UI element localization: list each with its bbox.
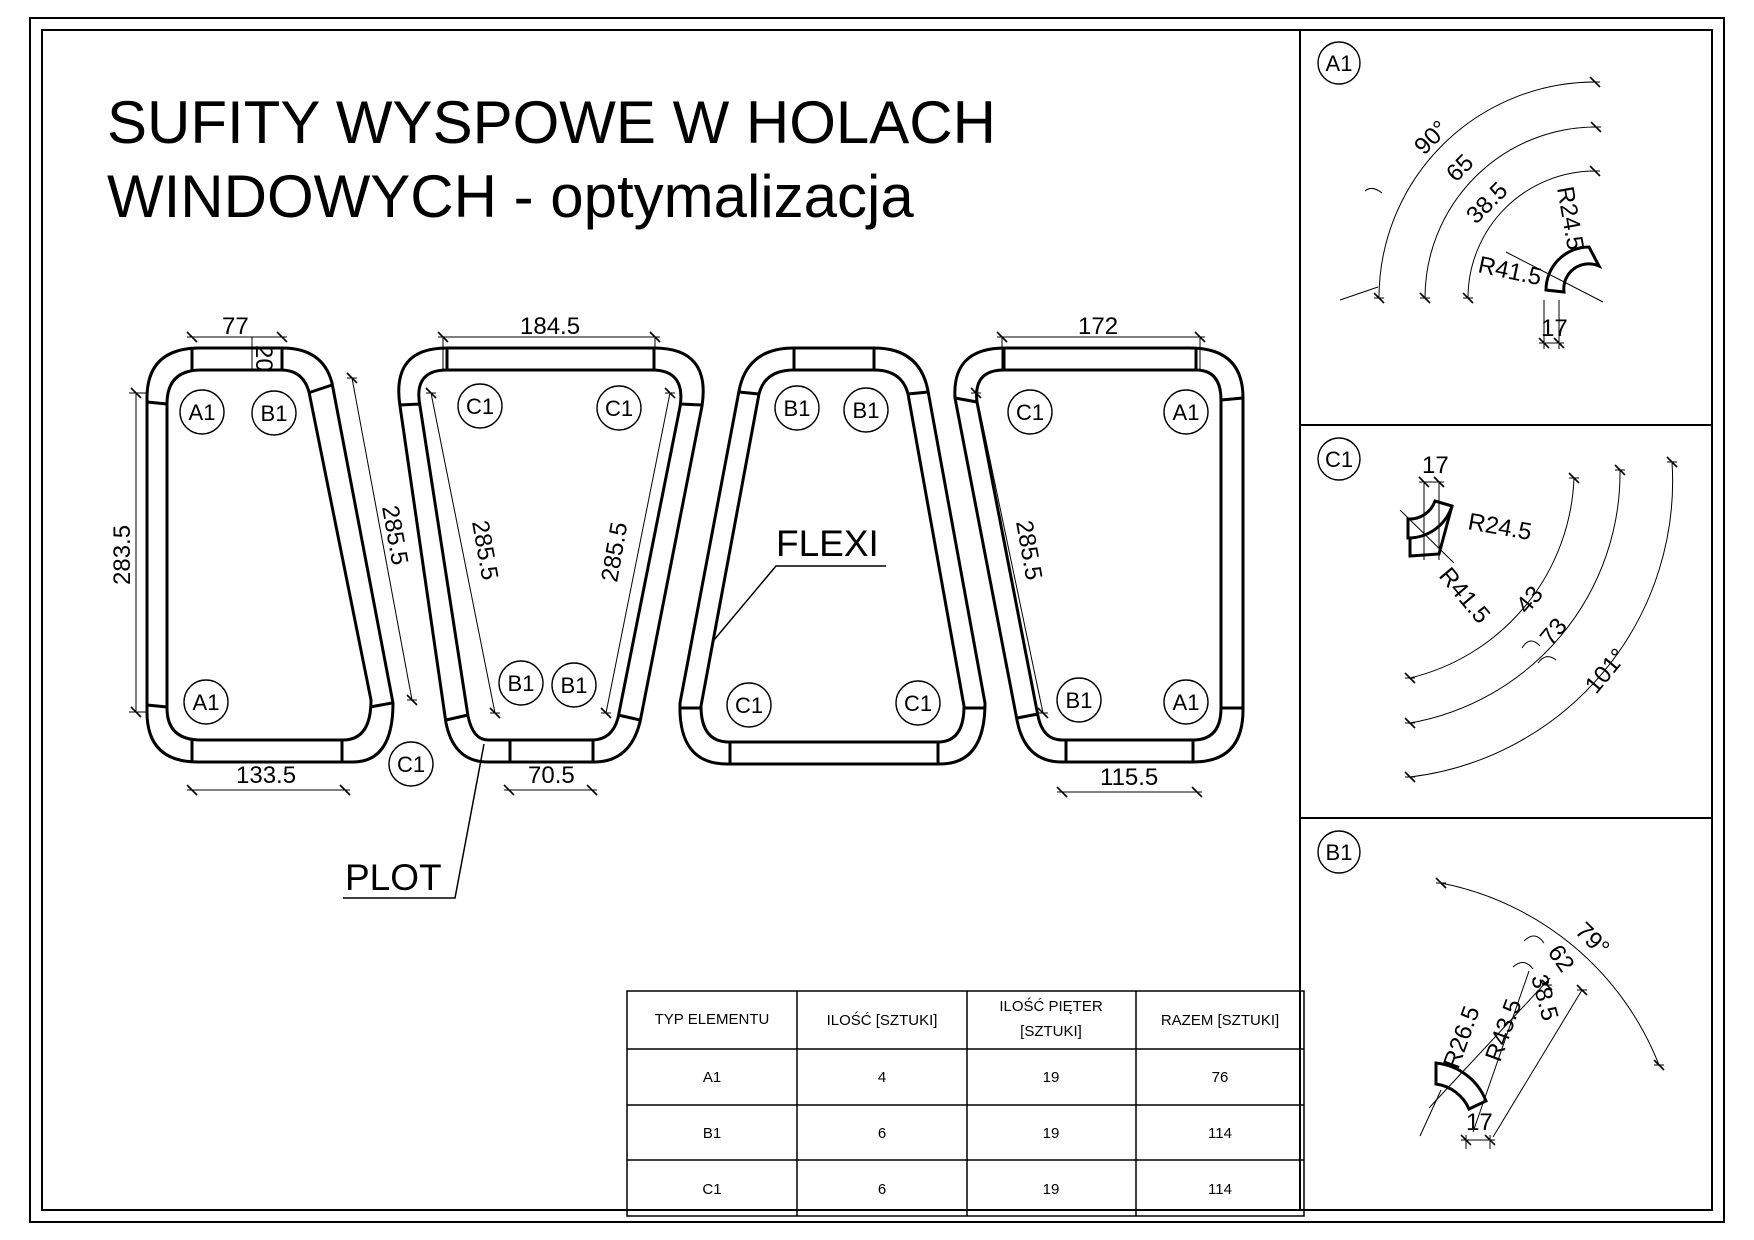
- panel-1-label-b1: B1: [261, 401, 288, 426]
- panel-1-labels: A1 B1 A1 C1: [179, 389, 434, 787]
- detail-a1-radius-1: R24.5: [1551, 184, 1589, 252]
- table-row-c1-total: 114: [1208, 1181, 1232, 1198]
- detail-b1-angle: 79°: [1570, 917, 1615, 962]
- summary-table: [626, 990, 1305, 1217]
- detail-c1-arc-73: 73: [1535, 613, 1573, 651]
- panel-2-dim-left: 285.5: [466, 518, 503, 582]
- plot-callout: [343, 743, 485, 899]
- panel-4-dim-top: 172: [1078, 313, 1118, 340]
- table-row-a1-floors: 19: [1043, 1069, 1060, 1086]
- table-header-total: RAZEM [SZTUKI]: [1161, 1012, 1279, 1029]
- panel-4-label-c1: C1: [1016, 400, 1044, 425]
- panel-1: [145, 346, 395, 764]
- detail-b1-width: 17: [1466, 1109, 1493, 1136]
- panel-1-dim-top: 77: [222, 313, 249, 340]
- panel-2-label-b1-right: B1: [561, 673, 588, 698]
- detail-b1-radius-1: R26.5: [1438, 1003, 1485, 1072]
- panel-1-label-a1-top: A1: [189, 400, 216, 425]
- panel-4-label-b1: B1: [1066, 688, 1093, 713]
- detail-c1-radius-2: R41.5: [1433, 563, 1495, 629]
- detail-a1-profile: [1544, 245, 1603, 294]
- table-row-a1-type: A1: [703, 1069, 721, 1086]
- panel-1-dim-top-small: 20: [250, 345, 277, 372]
- panel-2-label-c1-left: C1: [466, 394, 494, 419]
- detail-a1-angle: 90°: [1409, 115, 1454, 160]
- panel-4-dimensions: [975, 336, 1201, 793]
- plot-label: PLOT: [345, 857, 442, 898]
- detail-b1-label: B1: [1326, 840, 1353, 865]
- flexi-label: FLEXI: [776, 523, 879, 564]
- detail-c1-radius-1: R24.5: [1466, 508, 1534, 546]
- panel-2-dim-right: 285.5: [596, 520, 633, 584]
- title-line-2: WINDOWYCH - optymalizacja: [107, 163, 914, 230]
- detail-c1-angle: 101°: [1580, 643, 1633, 698]
- detail-a1: A1 90° 65 38.5 R24.5 R41.5 17: [1317, 41, 1604, 349]
- panel-3-label-c1-right: C1: [904, 691, 932, 716]
- detail-b1-radius-2: R43.5: [1480, 996, 1527, 1065]
- table-header-floors-1: ILOŚĆ PIĘTER: [999, 997, 1103, 1015]
- panel-2-dim-top: 184.5: [520, 313, 580, 340]
- panel-1-label-a1-bottom: A1: [193, 690, 220, 715]
- panel-3-label-c1-left: C1: [735, 693, 763, 718]
- title-line-1: SUFITY WYSPOWE W HOLACH: [107, 89, 996, 156]
- detail-c1-arc-43: 43: [1511, 581, 1549, 619]
- panel-4-label-a1-top: A1: [1173, 400, 1200, 425]
- panel-3: [678, 346, 987, 766]
- panel-2-dimensions: [430, 336, 671, 791]
- detail-a1-arc-65: 65: [1441, 149, 1479, 187]
- detail-b1-profile: [1434, 1061, 1488, 1112]
- panel-3-label-b1-left: B1: [784, 396, 811, 421]
- panel-4-dim-bottom: 115.5: [1100, 764, 1158, 791]
- panel-1-dim-bottom: 133.5: [236, 762, 296, 789]
- panel-4-dim-left: 285.5: [1010, 518, 1047, 582]
- table-row-a1-qty: 4: [878, 1069, 886, 1086]
- detail-b1: B1 79° 62 38.5 R26.5 R43.5 17: [1317, 830, 1665, 1149]
- panel-2-dim-bottom: 70.5: [528, 762, 575, 789]
- table-header-type: TYP ELEMENTU: [655, 1011, 770, 1028]
- panel-2: [397, 346, 705, 764]
- panel-1-dim-left: 283.5: [109, 525, 136, 585]
- table-row-b1-total: 114: [1208, 1125, 1232, 1142]
- panel-3-labels: B1 B1 C1 C1: [726, 385, 941, 728]
- table-row-c1-type: C1: [702, 1181, 721, 1198]
- detail-a1-width: 17: [1541, 315, 1568, 342]
- detail-c1: C1 17 R24.5 R41.5 43 73 101°: [1317, 437, 1678, 783]
- detail-c1-width: 17: [1422, 452, 1449, 479]
- detail-b1-arc-38: 38.5: [1525, 972, 1563, 1024]
- table-row-b1-floors: 19: [1043, 1125, 1060, 1142]
- panel-2-labels: C1 C1 B1 B1: [457, 383, 642, 708]
- detail-c1-label: C1: [1325, 447, 1353, 472]
- panel-4-label-a1-bottom: A1: [1173, 690, 1200, 715]
- flexi-callout: [713, 565, 886, 641]
- table-row-c1-floors: 19: [1043, 1181, 1060, 1198]
- panel-1-dimensions: [129, 336, 413, 791]
- table-header-floors-2: [SZTUKI]: [1020, 1023, 1082, 1040]
- panel-2-label-b1-left: B1: [508, 671, 535, 696]
- table-row-c1-qty: 6: [878, 1181, 886, 1198]
- outer-frame: [29, 17, 1725, 1223]
- table-row-b1-type: B1: [703, 1125, 721, 1142]
- table-header-qty: ILOŚĆ [SZTUKI]: [827, 1011, 938, 1029]
- detail-a1-label: A1: [1326, 51, 1353, 76]
- detail-a1-radius-2: R41.5: [1476, 251, 1544, 291]
- panel-1-label-c1-extra: C1: [397, 752, 425, 777]
- table-row-a1-total: 76: [1212, 1069, 1229, 1086]
- panel-1-dim-right: 285.5: [376, 503, 413, 567]
- inner-frame: [41, 29, 1713, 1211]
- panel-4: [953, 346, 1245, 764]
- panel-4-labels: C1 A1 B1 A1: [1007, 389, 1209, 725]
- detail-a1-arc-38: 38.5: [1461, 177, 1513, 229]
- panel-2-label-c1-right: C1: [605, 396, 633, 421]
- panel-3-label-b1-right: B1: [853, 398, 880, 423]
- table-row-b1-qty: 6: [878, 1125, 886, 1142]
